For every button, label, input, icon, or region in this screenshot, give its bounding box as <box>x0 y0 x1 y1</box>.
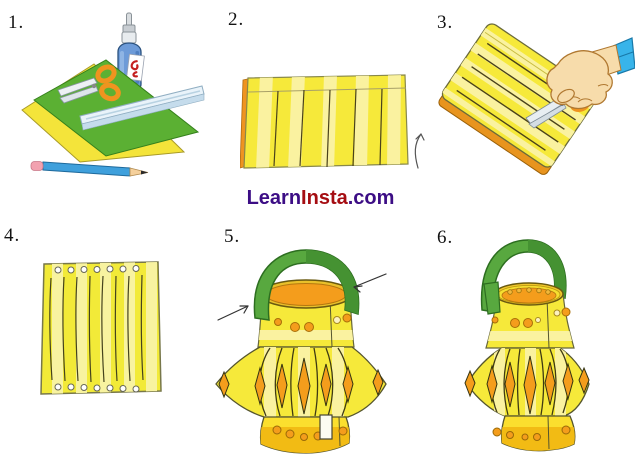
watermark-learn: Learn <box>246 187 302 209</box>
handle-foot <box>483 281 501 315</box>
step-5-number: 5. <box>224 226 241 247</box>
neck-stripe <box>486 331 574 341</box>
body-diamonds <box>218 357 384 415</box>
step-2-number: 2. <box>228 9 245 30</box>
watermark: LearnInsta.com <box>0 187 641 210</box>
fold-line <box>247 87 407 93</box>
step-1-number: 1. <box>8 12 25 33</box>
materials-illustration <box>21 12 205 177</box>
slit-lines <box>49 274 144 383</box>
punched-holes-bottom <box>54 383 140 393</box>
bottom-dots <box>492 425 571 441</box>
cutting-illustration <box>438 23 635 175</box>
glue-tab <box>319 414 333 440</box>
step-6-number: 6. <box>437 227 454 248</box>
slit-sheet-illustration <box>40 261 162 395</box>
lantern-handle <box>480 239 567 313</box>
rim-inner-dots <box>507 287 551 295</box>
neck-dots <box>491 307 571 328</box>
watermark-insta: Insta <box>301 187 348 209</box>
punched-holes-top <box>54 265 140 274</box>
lantern-rim <box>494 282 564 306</box>
neck-dots <box>274 313 352 332</box>
step-3-number: 3. <box>437 12 454 33</box>
glue-bottle-icon <box>117 12 145 91</box>
pointer-arrow-left <box>217 305 249 321</box>
sheet-stripes <box>52 262 157 394</box>
hand-icon <box>546 37 635 110</box>
watermark-domain: .com <box>347 187 395 209</box>
pointer-arrow-right <box>353 273 387 293</box>
body-diamonds <box>464 355 590 415</box>
step-4-number: 4. <box>4 225 21 246</box>
fold-arrow-icon <box>414 133 425 169</box>
folded-paper-illustration <box>240 74 425 169</box>
ruler-icon <box>79 85 205 131</box>
bottom-seam <box>547 415 550 450</box>
lantern-handle <box>253 249 360 321</box>
paper-stripes <box>256 75 401 168</box>
neck-stripe <box>258 330 354 340</box>
neck-seam <box>546 297 550 349</box>
slit-lines <box>273 88 383 168</box>
pencil-icon <box>30 161 149 177</box>
lantern-rim <box>259 279 353 309</box>
finished-lantern-illustration <box>464 239 590 452</box>
lantern-assembly-illustration <box>215 249 387 454</box>
scissors-icon <box>57 64 121 104</box>
